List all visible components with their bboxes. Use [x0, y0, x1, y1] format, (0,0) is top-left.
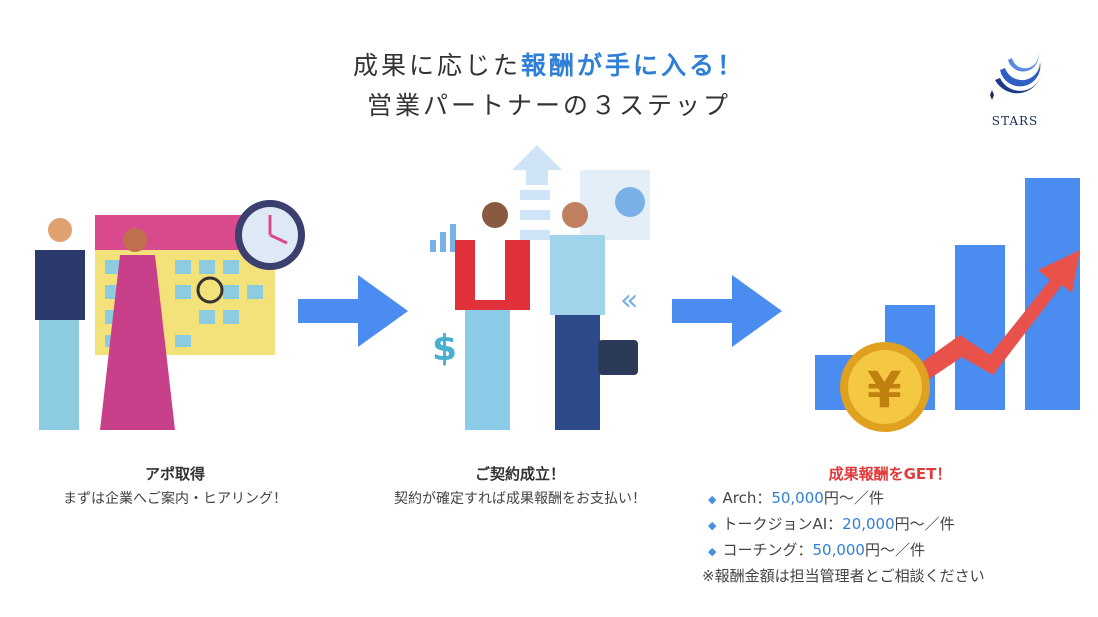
logo-swirl-icon — [990, 52, 1042, 100]
reward-item: ◆Arch：50,000円～／件 — [708, 489, 884, 507]
diamond-bullet-icon: ◆ — [708, 493, 717, 506]
subheadline: 営業パートナーの３ステップ — [366, 91, 731, 120]
svg-text:$: $ — [432, 328, 457, 369]
step2-desc: 契約が確定すれば成果報酬をお支払い！ — [394, 491, 646, 507]
step1-desc: まずは企業へご案内・ヒアリング！ — [63, 491, 287, 507]
reward-note: ※報酬金額は担当管理者とご相談ください — [702, 567, 985, 585]
appointment-illustration — [35, 200, 305, 430]
step2-title: ご契約成立！ — [474, 465, 565, 483]
arrow-right-icon — [298, 275, 408, 347]
diamond-bullet-icon: ◆ — [708, 519, 717, 532]
step1-title: アポ取得 — [144, 465, 205, 483]
arrow-right-icon — [672, 275, 782, 347]
svg-text:¥: ¥ — [867, 361, 902, 419]
contract-illustration: $ « — [430, 145, 650, 430]
reward-item: ◆コーチング：50,000円～／件 — [708, 541, 925, 559]
reward-item: ◆トークジョンAI：20,000円～／件 — [708, 515, 955, 533]
reward-list: ◆Arch：50,000円～／件 ◆トークジョンAI：20,000円～／件 ◆コ… — [702, 486, 985, 589]
reward-chart-illustration: ¥ — [815, 178, 1080, 432]
diamond-bullet-icon: ◆ — [708, 545, 717, 558]
stars-logo: STARS — [975, 40, 1055, 128]
headline: 成果に応じた報酬が手に入る！ — [352, 51, 746, 80]
step3-title: 成果報酬をGET！ — [828, 465, 952, 483]
svg-text:«: « — [620, 283, 638, 318]
